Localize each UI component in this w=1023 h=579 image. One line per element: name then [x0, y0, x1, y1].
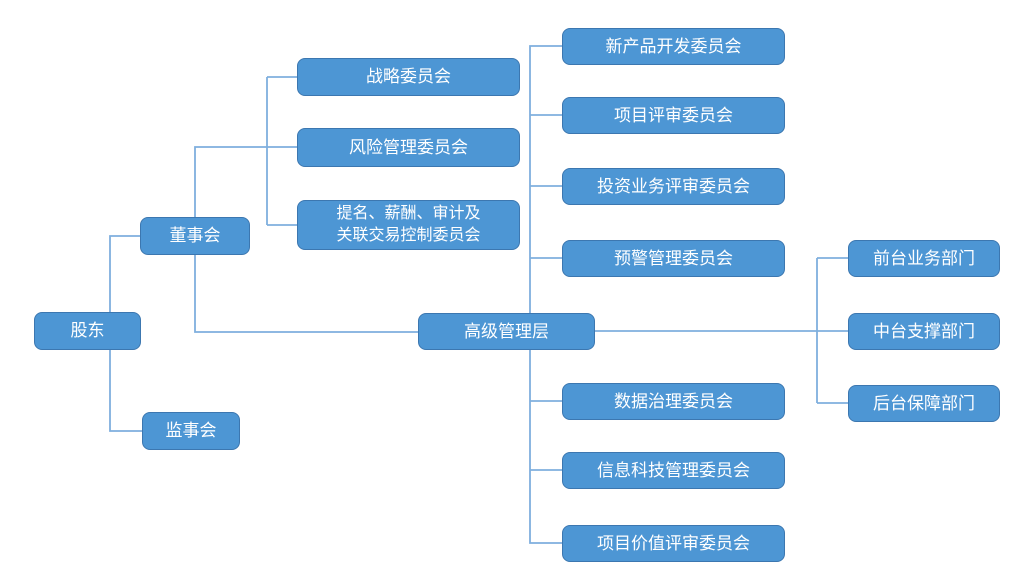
node-nomination-committee: 提名、薪酬、审计及 关联交易控制委员会: [297, 200, 520, 250]
connector-senior-bottom-trunk: [529, 350, 562, 544]
node-project-review-committee: 项目评审委员会: [562, 97, 785, 134]
node-label: 战略委员会: [366, 67, 451, 87]
node-label: 监事会: [165, 421, 217, 441]
node-label-line1: 提名、薪酬、审计及: [336, 205, 481, 223]
node-label-line2: 关联交易控制委员会: [336, 227, 481, 244]
node-label: 预警管理委员会: [614, 248, 733, 268]
node-investment-review-committee: 投资业务评审委员会: [562, 168, 785, 205]
node-data-governance-committee: 数据治理委员会: [562, 383, 785, 420]
node-label: 新产品开发委员会: [605, 36, 742, 56]
node-label: 中台支撑部门: [873, 321, 975, 341]
node-shareholders: 股东: [34, 312, 141, 350]
node-label: 高级管理层: [464, 321, 549, 341]
node-label: 后台保障部门: [873, 393, 975, 413]
node-supervisory: 监事会: [142, 412, 240, 450]
node-front-office-dept: 前台业务部门: [848, 240, 1000, 277]
node-strategy-committee: 战略委员会: [297, 58, 520, 96]
connector-board-risk: [194, 146, 297, 217]
connector-shareholders-supervisory: [109, 350, 142, 432]
node-warning-committee: 预警管理委员会: [562, 240, 785, 277]
node-project-value-committee: 项目价值评审委员会: [562, 525, 785, 562]
node-label: 项目评审委员会: [614, 105, 733, 125]
node-it-management-committee: 信息科技管理委员会: [562, 452, 785, 489]
node-label: 项目价值评审委员会: [597, 533, 750, 553]
node-label: 董事会: [169, 226, 221, 246]
connector-senior-top-trunk: [529, 45, 562, 313]
node-label: 投资业务评审委员会: [597, 176, 750, 196]
node-back-office-dept: 后台保障部门: [848, 385, 1000, 422]
node-label: 股东: [70, 321, 105, 341]
connector-board-shareholders: [109, 235, 140, 312]
node-label: 风险管理委员会: [349, 137, 468, 157]
node-board: 董事会: [140, 217, 250, 255]
node-label: 数据治理委员会: [614, 391, 733, 411]
node-senior-management: 高级管理层: [418, 313, 595, 350]
node-label: 信息科技管理委员会: [597, 460, 750, 480]
node-risk-committee: 风险管理委员会: [297, 128, 520, 167]
node-new-product-committee: 新产品开发委员会: [562, 28, 785, 65]
connector-board-senior: [194, 255, 418, 333]
node-middle-office-dept: 中台支撑部门: [848, 313, 1000, 350]
node-label: 前台业务部门: [873, 248, 975, 268]
